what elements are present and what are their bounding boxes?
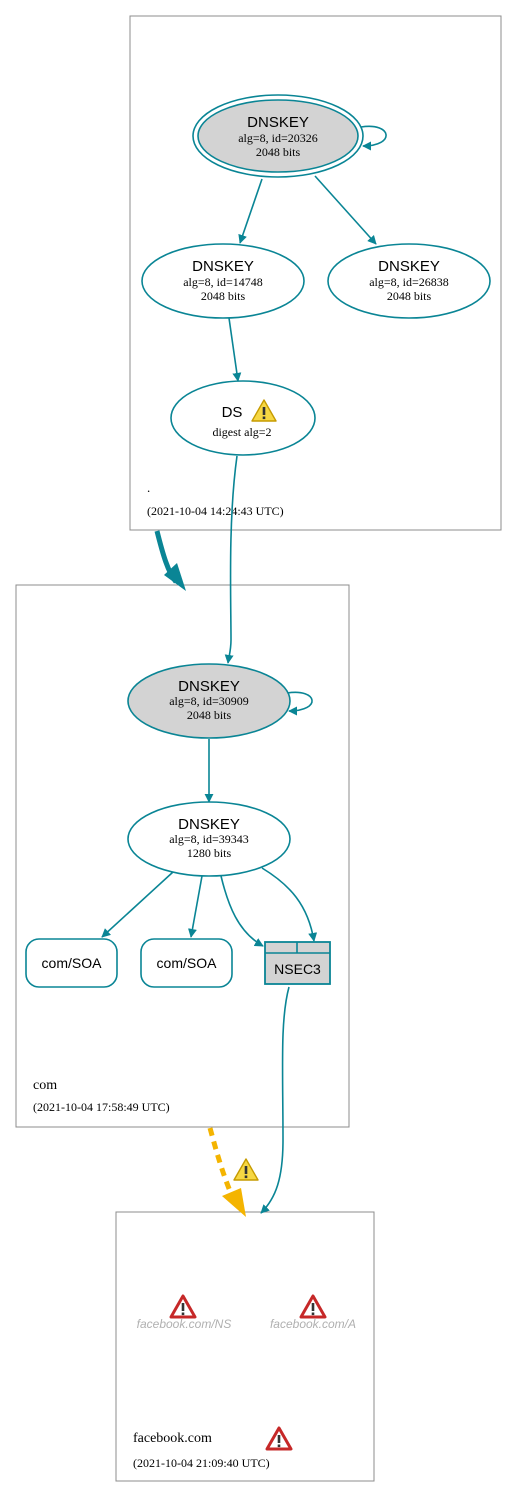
node-root-zsk-1-type: DNSKEY [192,258,254,275]
zone-root-box [129,15,502,531]
node-com-ksk[interactable]: DNSKEY alg=8, id=30909 2048 bits [127,663,291,739]
node-com-zsk[interactable]: DNSKEY alg=8, id=39343 1280 bits [127,801,291,877]
zone-root-name: . [147,480,150,495]
node-root-zsk-2-detail: alg=8, id=26838 [369,275,449,289]
node-com-soa-2[interactable]: com/SOA [140,938,233,988]
zone-facebook-timestamp: (2021-10-04 21:09:40 UTC) [133,1456,270,1470]
node-root-zsk-1[interactable]: DNSKEY alg=8, id=14748 2048 bits [141,243,305,319]
edge-delegation-root-com-head [164,563,186,591]
node-com-nsec3[interactable]: NSEC3 [264,941,331,985]
edge-root-zsk1-ds [228,317,242,382]
node-facebook-a-label: facebook.com/A [270,1317,356,1331]
delegation-warning-icon [233,1158,259,1181]
node-com-zsk-type: DNSKEY [178,816,240,833]
node-root-zsk-1-bits: 2048 bits [201,289,246,303]
zone-facebook-name: facebook.com [133,1431,212,1446]
node-facebook-ns-label: facebook.com/NS [137,1317,232,1331]
edge-com-zsk-nsec3-a [220,875,264,947]
node-root-ds-detail: digest alg=2 [212,425,271,439]
node-facebook-ns-error-icon [169,1294,197,1319]
node-root-ksk[interactable]: DNSKEY alg=8, id=20326 2048 bits [192,94,364,178]
zone-com-timestamp: (2021-10-04 17:58:49 UTC) [33,1100,170,1114]
node-root-ds-type: DS [222,404,243,421]
edge-delegation-com-facebook-head [222,1188,246,1217]
edge-root-ksk-self [360,125,387,151]
node-root-ds[interactable]: DS digest alg=2 [170,380,316,456]
node-facebook-a[interactable]: facebook.com/A [270,1294,356,1331]
node-com-zsk-bits: 1280 bits [187,846,232,860]
node-root-ksk-type: DNSKEY [247,114,309,131]
edge-nsec3-facebook [260,986,290,1214]
zone-com-name: com [33,1078,57,1093]
edge-com-ksk-self [286,691,313,716]
zone-facebook-error-icon [265,1426,293,1451]
node-com-ksk-type: DNSKEY [178,678,240,695]
node-com-soa-2-label: com/SOA [157,955,218,971]
node-root-ksk-bits: 2048 bits [256,145,301,159]
node-root-ksk-detail: alg=8, id=20326 [238,131,318,145]
node-facebook-ns[interactable]: facebook.com/NS [137,1294,232,1331]
node-root-zsk-2-bits: 2048 bits [387,289,432,303]
node-facebook-a-error-icon [299,1294,327,1319]
node-root-zsk-2-type: DNSKEY [378,258,440,275]
edge-root-ksk-zsk2 [314,175,377,245]
edge-com-zsk-soa2 [188,875,203,938]
zone-root-timestamp: (2021-10-04 14:24:43 UTC) [147,504,284,518]
node-com-soa-1[interactable]: com/SOA [25,938,118,988]
edge-ds-com-ksk [224,455,238,664]
node-com-zsk-detail: alg=8, id=39343 [169,832,249,846]
edge-com-zsk-soa1 [101,871,174,938]
node-root-zsk-1-detail: alg=8, id=14748 [183,275,263,289]
node-com-nsec3-label: NSEC3 [274,961,321,977]
edge-delegation-com-facebook [207,1127,235,1197]
edge-root-ksk-zsk1 [238,178,263,244]
node-com-soa-1-label: com/SOA [42,955,103,971]
node-com-ksk-bits: 2048 bits [187,708,232,722]
node-root-zsk-2[interactable]: DNSKEY alg=8, id=26838 2048 bits [327,243,491,319]
edge-com-zsk-nsec3-b [261,867,318,942]
node-com-ksk-detail: alg=8, id=30909 [169,694,249,708]
